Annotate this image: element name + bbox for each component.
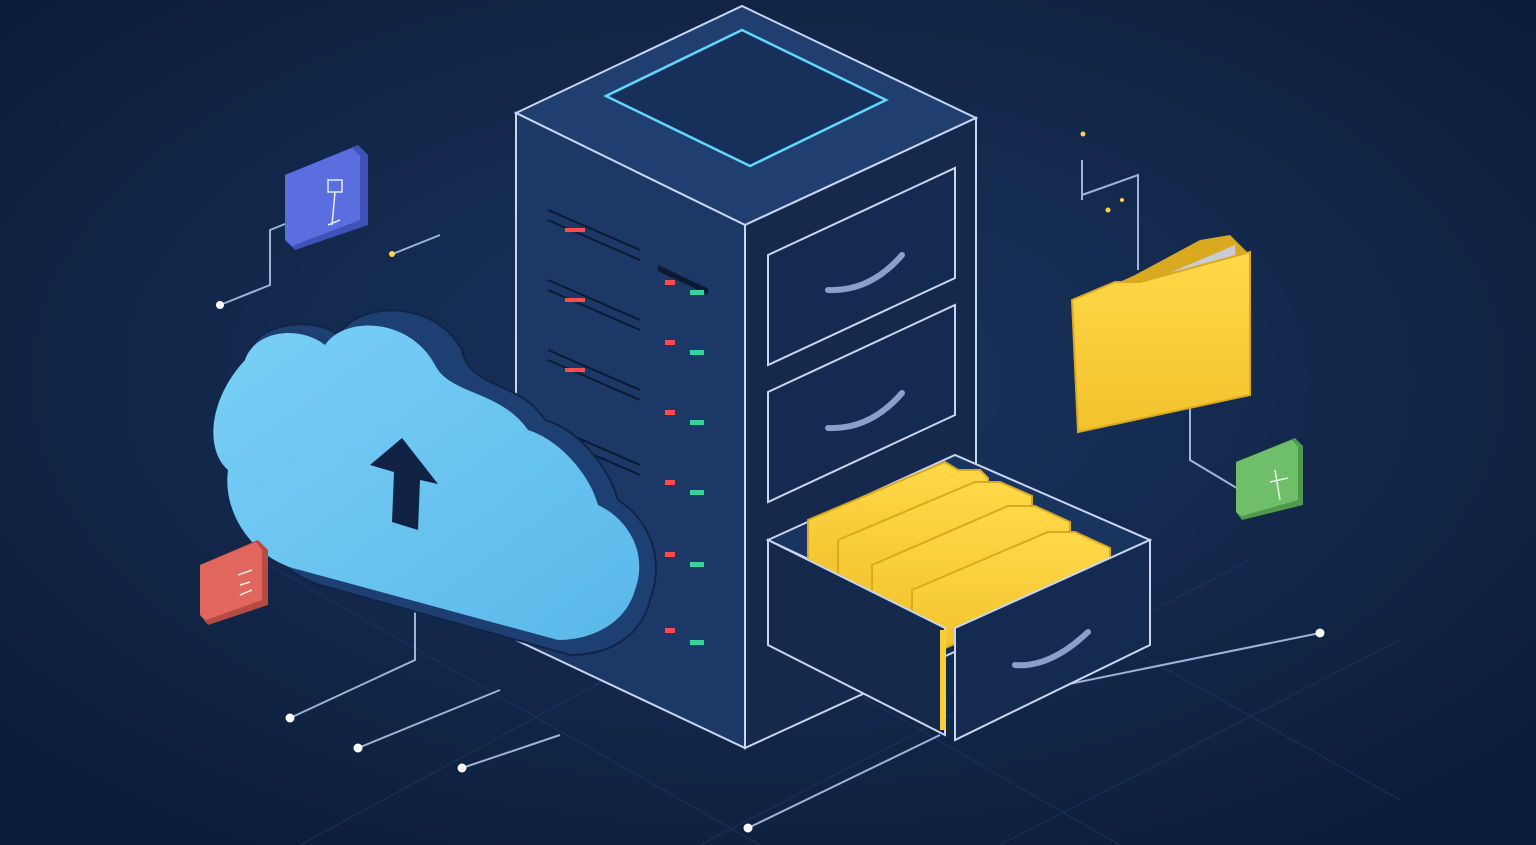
open-drawer-handle xyxy=(1012,629,1091,669)
open-drawer-left-wall xyxy=(767,538,946,737)
server-top-panel xyxy=(603,28,889,168)
network-nodes xyxy=(216,301,1325,833)
drawer-2-handle xyxy=(825,390,905,432)
green-file-tag-icon[interactable] xyxy=(1236,438,1303,520)
cloud-front xyxy=(213,325,640,640)
open-drawer-folders-icon[interactable] xyxy=(765,453,1153,742)
folder-front xyxy=(1070,250,1251,434)
sparkles xyxy=(389,131,1124,257)
drawer-2[interactable] xyxy=(767,303,956,504)
server-leds xyxy=(565,228,708,645)
folder-icon[interactable] xyxy=(1070,235,1251,434)
open-drawer-accent xyxy=(940,630,946,730)
red-file-tag-icon[interactable] xyxy=(200,540,268,625)
drawer-1-handle xyxy=(825,252,905,294)
drawer-1[interactable] xyxy=(767,166,956,367)
cloud-upload-icon[interactable] xyxy=(213,309,657,657)
blue-file-tag-icon[interactable] xyxy=(285,145,368,250)
open-drawer-front xyxy=(954,538,1151,742)
upload-arrow-icon xyxy=(370,438,438,530)
drawer-folders xyxy=(807,460,1111,652)
